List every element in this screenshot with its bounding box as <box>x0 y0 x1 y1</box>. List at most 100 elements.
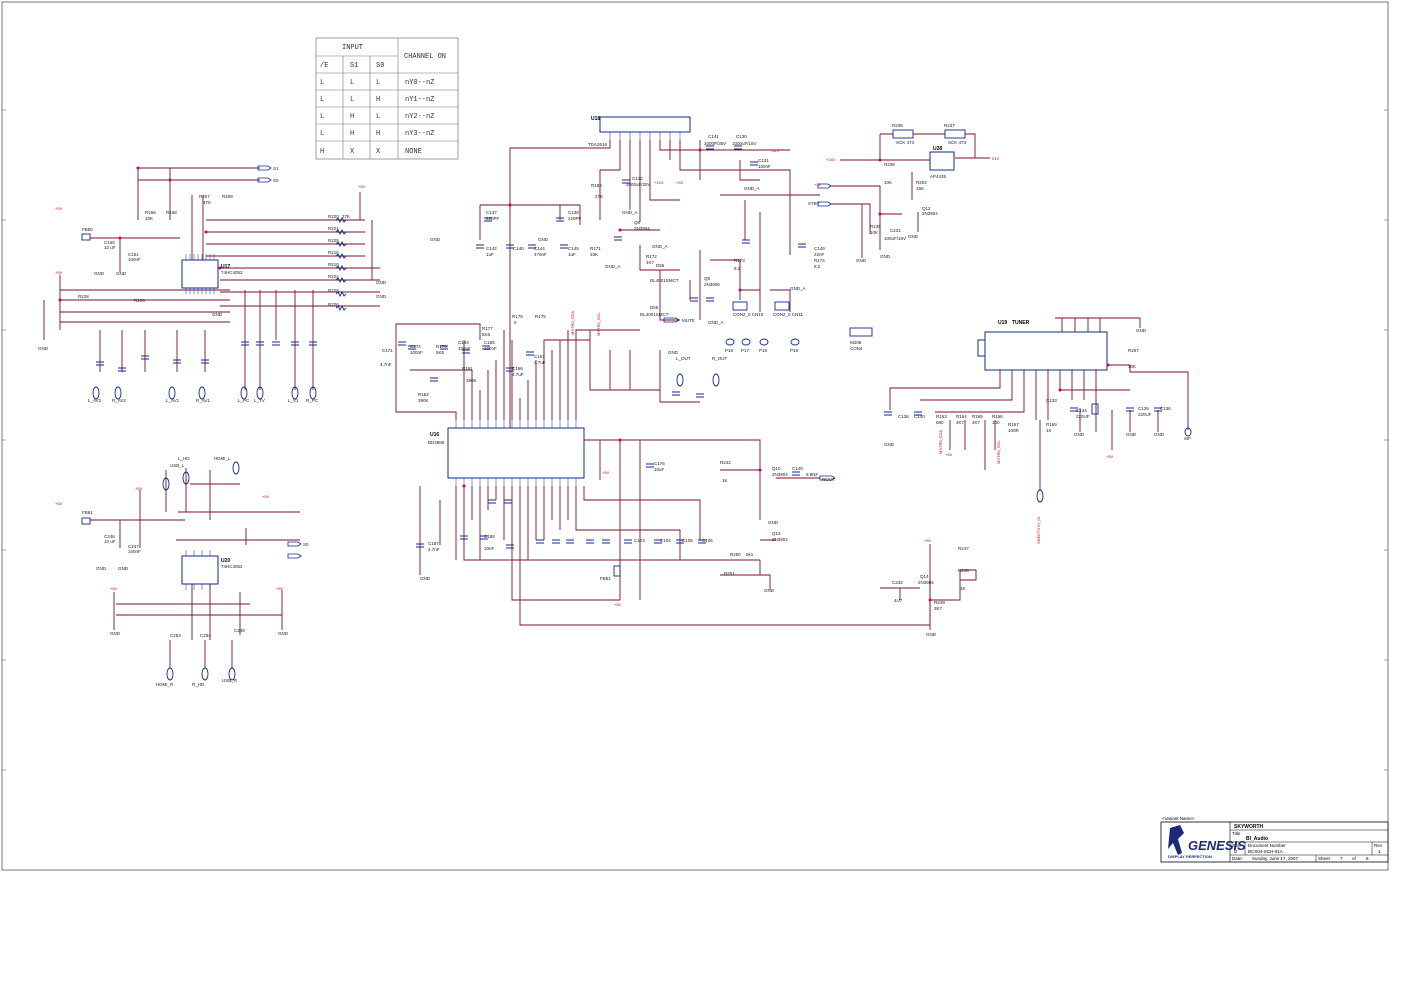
label-0a: 0 <box>514 320 517 325</box>
resistor-r237 <box>944 129 966 139</box>
label-470: 470 <box>203 200 211 205</box>
label-10k: 10K <box>145 216 153 221</box>
label-r251: R251 <box>724 571 735 576</box>
gnd-tuner2: GND <box>884 442 895 447</box>
gnd-amp3: GND_A <box>605 264 621 269</box>
label-r177: R177 <box>482 326 493 331</box>
net-3v: +3V <box>814 182 822 187</box>
label-100nf-b: 100nF <box>484 346 497 351</box>
ferrite-fb61 <box>81 517 91 525</box>
label-rav2: R_AV2 <box>112 398 126 403</box>
label-m206: M206 <box>850 340 862 345</box>
label-c133: C133 <box>1046 398 1057 403</box>
label-r220: R220 <box>328 214 339 219</box>
u18-caps <box>476 145 806 302</box>
tt-cell: NONE <box>405 148 422 156</box>
gnd-a-5: GND_A <box>790 286 806 291</box>
tt-col-s0: S0 <box>376 62 384 70</box>
gnd-a-4: GND_A <box>708 320 724 325</box>
label-r250v: 5k1 <box>746 552 754 557</box>
label-c141v: 1000P/35V <box>704 141 726 146</box>
tt-cell: L <box>320 79 324 87</box>
label-82a: 8.2 <box>734 266 741 271</box>
label-c141: C141 <box>708 134 719 139</box>
label-r171v: 33K <box>590 252 598 257</box>
net-s0-lower: S0 <box>303 542 309 547</box>
label-p19: P19 <box>790 348 799 353</box>
tb-date-label: Date: <box>1232 856 1243 861</box>
label-c151: C151 <box>128 252 139 257</box>
label-r177v: 5K6 <box>482 332 491 337</box>
label-r168: R168 <box>166 210 177 215</box>
label-100nf-a: 100nF <box>458 346 471 351</box>
gnd-left5: GND <box>376 280 387 285</box>
label-r175: R175 <box>512 314 523 319</box>
gnd-u16-2: GND <box>668 350 679 355</box>
ic-u17 <box>181 259 219 289</box>
label-r176: R175 <box>535 314 546 319</box>
gnd-tuner1: GND <box>1136 328 1147 333</box>
label-c166: C166 <box>512 366 523 371</box>
label-c176v: 10uF <box>654 467 665 472</box>
label-c137v: 220PF <box>486 216 500 221</box>
tt-cell: H <box>350 113 354 121</box>
tt-cell: nY2--nZ <box>405 113 434 121</box>
tb-title: BI_Audio <box>1246 836 1268 842</box>
amp-block-u18: U18 TDA2616 C141 1000P/35V C130 1000uF/1… <box>430 116 873 430</box>
gnd-tuner5: GND <box>1154 432 1165 437</box>
label-c253: C253 <box>170 633 181 638</box>
label-d55: D55 <box>656 263 665 268</box>
label-c167: C167 <box>534 354 545 359</box>
label-lpc: L_PC <box>238 398 250 403</box>
tt-cell: nY3--nZ <box>405 130 434 138</box>
tb-date: Sunday, June 17, 2007 <box>1252 856 1298 861</box>
net-sif: SIF <box>1184 436 1191 441</box>
title-block: <Variant Name> SKYWORTH Title BI_Audio S… <box>1160 816 1389 863</box>
label-r247: R247 <box>958 546 969 551</box>
label-r267v: 10K <box>1128 364 1136 369</box>
net-5v-left3: +5V <box>358 184 366 189</box>
label-220uf-b: 220UF <box>1138 412 1152 417</box>
u16-caps <box>398 341 800 549</box>
label-c188: C188 <box>484 534 495 539</box>
label-cn11: CON2_0 CN11 <box>773 312 803 317</box>
label-r166: R166 <box>145 210 156 215</box>
label-cn10: CON2_0 CN10 <box>733 312 764 317</box>
label-r-bank: R226 <box>134 298 145 303</box>
label-u20: U20 <box>221 558 230 564</box>
label-r161: R161 <box>462 366 473 371</box>
label-r164: R164 <box>956 414 967 419</box>
junction-dots <box>58 148 1110 602</box>
label-r188: R188 <box>591 183 602 188</box>
label-c140c: C140 <box>914 414 925 419</box>
label-c131: C131 <box>758 158 769 163</box>
label-c104: C104 <box>660 538 671 543</box>
label-cn06: CON4 <box>850 346 863 351</box>
gnd-left3: GND <box>116 271 127 276</box>
label-d55v: DL4001SMCT <box>650 278 679 283</box>
label-q9: Q9 <box>704 276 711 281</box>
gnd-u16-3: GND <box>764 588 775 593</box>
net-hdmi-l: HDMI_L <box>214 456 231 461</box>
label-u18-part: TDA2616 <box>588 142 608 147</box>
label-u17-part: 74HC4052 <box>221 270 243 275</box>
tt-header-channel: CHANNEL ON <box>404 53 446 61</box>
label-c171v: 4.7nF <box>380 362 392 367</box>
gnd-lower1: GND <box>110 631 121 636</box>
net-5v-u16: +5V <box>602 470 610 475</box>
label-r162: R162 <box>418 392 429 397</box>
label-82b: 8.2 <box>814 264 821 269</box>
label-c142: C142 <box>486 246 497 251</box>
logo-subtext: DISPLAY PERFECTION <box>1168 854 1212 859</box>
label-r235v: SCK 473 <box>896 140 915 145</box>
net-sheets: SHEETS IN_IN <box>1036 517 1041 544</box>
logo-text: GENESIS <box>1188 838 1246 853</box>
label-r188v: 27K <box>595 194 603 199</box>
connector-cn11 <box>774 301 790 311</box>
net-usb-r: USB_R <box>222 678 238 683</box>
sheet-border <box>1 1 1389 871</box>
tb-sheet-total: 8 <box>1366 856 1369 861</box>
label-u18: U18 <box>591 116 600 122</box>
net-5v-amp: +5V <box>676 180 684 185</box>
label-c232: C232 <box>892 580 903 585</box>
